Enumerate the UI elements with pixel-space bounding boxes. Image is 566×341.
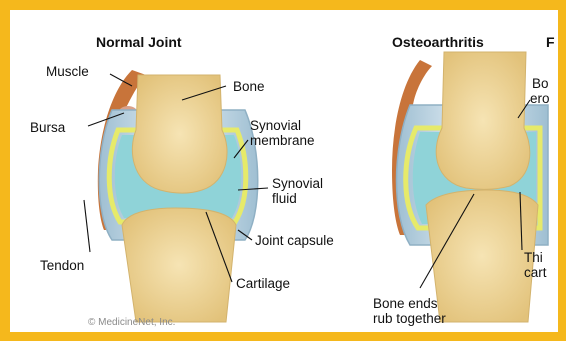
label-cartilage: Cartilage (236, 276, 290, 291)
osteo-lower-bone-shape (426, 190, 538, 322)
label-bone-erosion-2: ero (530, 91, 550, 106)
label-tendon: Tendon (40, 258, 84, 273)
label-muscle: Muscle (46, 64, 89, 79)
title-normal-joint: Normal Joint (96, 34, 182, 50)
label-synovial-fluid-1: Synovial (272, 176, 323, 191)
label-thin-cartilage-1: Thi (524, 250, 543, 265)
title-osteoarthritis: Osteoarthritis (392, 34, 484, 50)
label-bone-erosion-1: Bo (532, 76, 549, 91)
label-bone: Bone (233, 79, 265, 94)
label-bursa: Bursa (30, 120, 65, 135)
lower-bone-shape (122, 208, 236, 322)
label-synovial-fluid-2: fluid (272, 191, 297, 206)
label-synovial-membrane-2: membrane (250, 133, 315, 148)
label-thin-cartilage-2: cart (524, 265, 547, 280)
title-osteo-tail: F (546, 34, 555, 50)
label-bone-ends-1: Bone ends (373, 296, 438, 311)
osteo-upper-bone-shape (436, 52, 530, 189)
label-synovial-membrane-1: Synovial (250, 118, 301, 133)
label-joint-capsule: Joint capsule (255, 233, 334, 248)
label-bone-ends-2: rub together (373, 311, 446, 326)
osteo-joint-drawing (392, 52, 548, 322)
upper-bone-shape (132, 75, 227, 193)
medicinenet-credit: © MedicineNet, Inc. (88, 317, 175, 328)
